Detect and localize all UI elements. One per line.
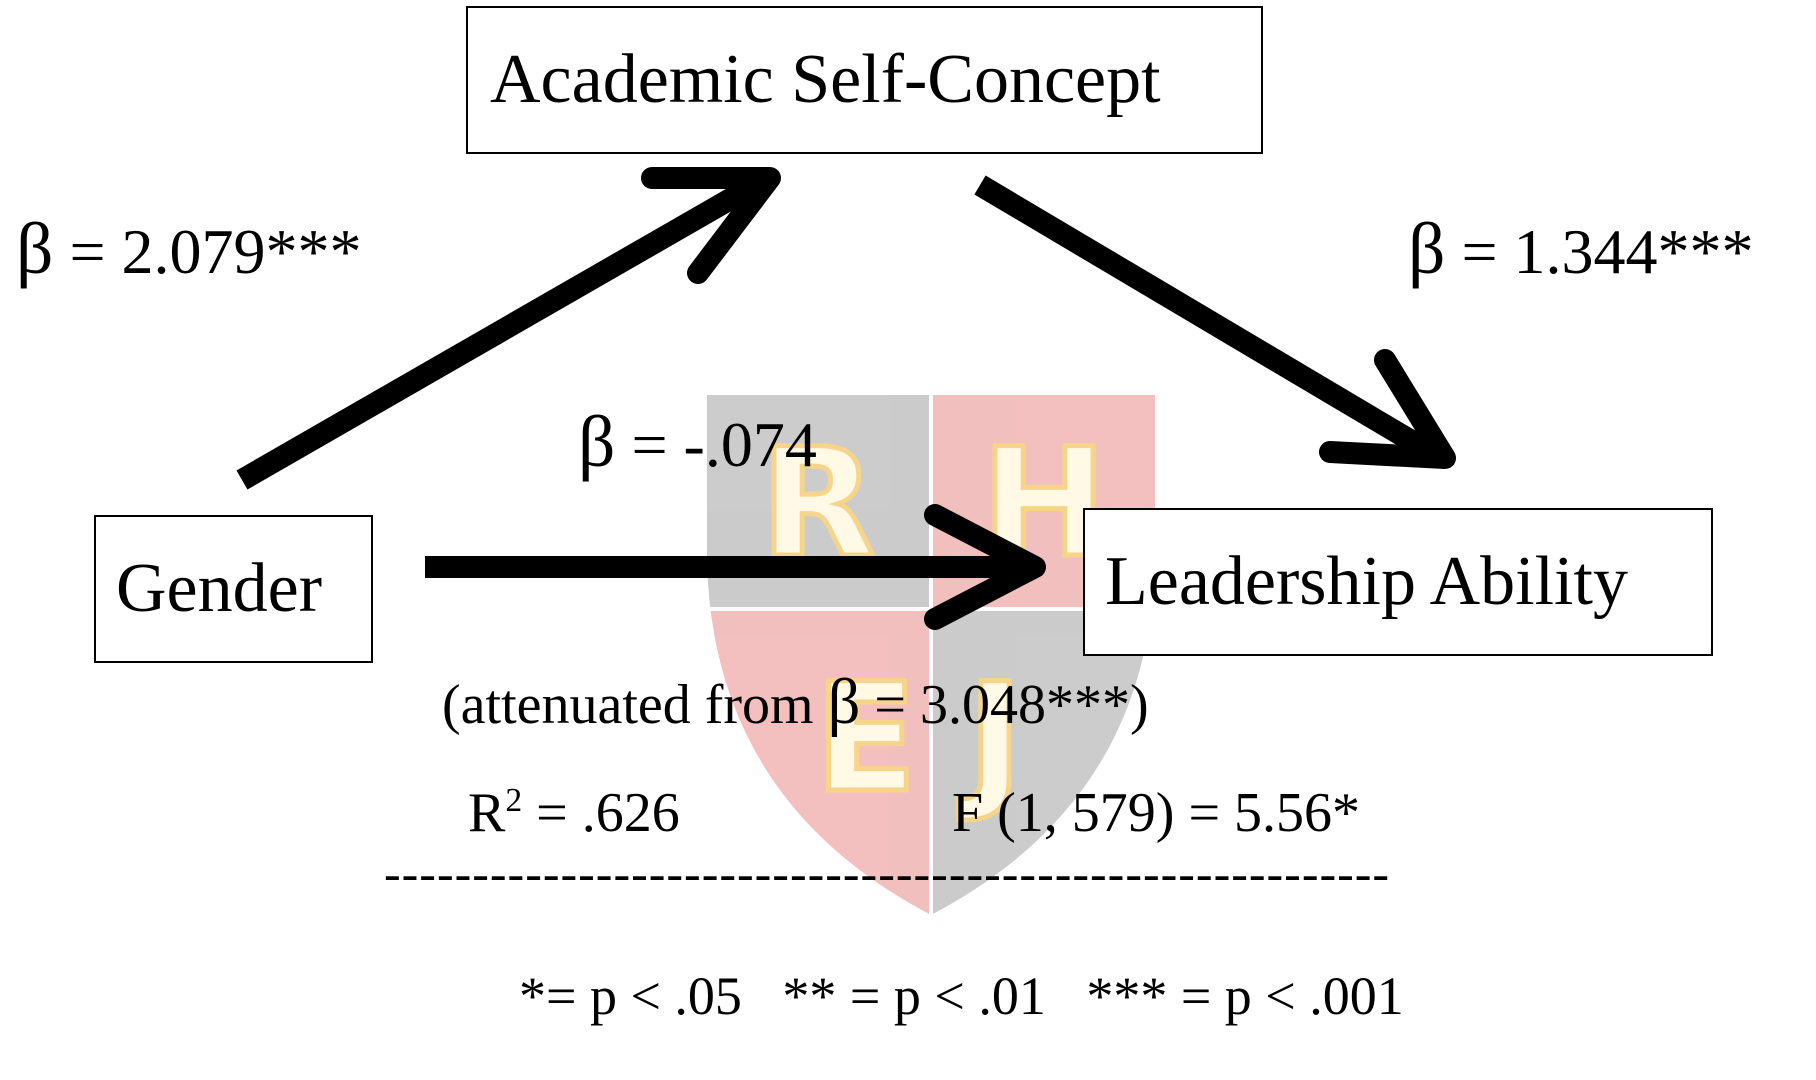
node-leadership-ability: Leadership Ability bbox=[1083, 508, 1713, 656]
beta-symbol: β bbox=[16, 207, 54, 289]
path-b-value: = 1.344*** bbox=[1461, 216, 1754, 287]
arrow-gender-to-leadership bbox=[425, 504, 1046, 630]
beta-symbol: β bbox=[578, 400, 616, 482]
mediation-diagram: R H E J Academic Self-Concept Gender bbox=[16, 6, 1754, 1023]
attenuation-suffix: = 3.048***) bbox=[860, 674, 1149, 736]
path-a-coefficient: β = 2.079*** bbox=[16, 211, 362, 287]
path-arrows bbox=[236, 167, 1456, 630]
r-superscript: 2 bbox=[505, 781, 523, 819]
divider-line: ----------------------------------------… bbox=[384, 845, 1391, 901]
r-squared: R2 = .626 bbox=[468, 781, 680, 844]
attenuation-note: (attenuated from β = 3.048***) bbox=[442, 669, 1149, 736]
node-label: Leadership Ability bbox=[1105, 543, 1628, 620]
f-test: F (1, 579) = 5.56* bbox=[952, 782, 1361, 844]
node-gender: Gender bbox=[94, 515, 373, 663]
path-c-prime-coefficient: β = -.074 bbox=[578, 404, 817, 480]
beta-symbol: β bbox=[827, 666, 861, 737]
path-a-value: = 2.079*** bbox=[69, 216, 362, 287]
r-value: = .626 bbox=[522, 782, 680, 844]
path-b-coefficient: β = 1.344*** bbox=[1408, 211, 1754, 287]
significance-legend: *= p < .05 ** = p < .01 *** = p < .001 bbox=[519, 966, 1404, 1026]
watermark-letter-j: J bbox=[958, 652, 1023, 826]
node-label: Gender bbox=[116, 550, 323, 627]
arrow-self-concept-to-leadership bbox=[974, 175, 1456, 469]
beta-symbol: β bbox=[1408, 207, 1446, 289]
attenuation-prefix: (attenuated from bbox=[442, 674, 828, 736]
path-c-prime-value: = -.074 bbox=[631, 409, 817, 480]
node-academic-self-concept: Academic Self-Concept bbox=[466, 6, 1263, 154]
node-label: Academic Self-Concept bbox=[490, 41, 1161, 118]
r-base: R bbox=[468, 782, 506, 844]
watermark-letter-e: E bbox=[815, 652, 917, 826]
arrow-gender-to-self-concept bbox=[236, 167, 781, 490]
